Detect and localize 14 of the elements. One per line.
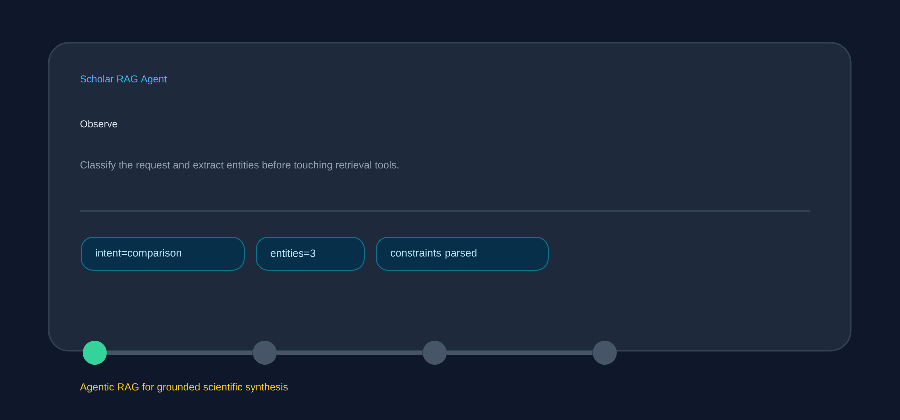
progress-dot: [253, 341, 277, 365]
connector-line: [107, 351, 253, 355]
progress-dot: [423, 341, 447, 365]
connector-line: [277, 351, 423, 355]
step-description: Classify the request and extract entities before touching retrieval tools.: [80, 161, 399, 171]
tag-chip: intent=comparison: [81, 237, 245, 271]
progress-dot: [83, 341, 107, 365]
tag-chip: entities=3: [256, 237, 365, 271]
caption: Agentic RAG for grounded scientific synthesis: [80, 383, 288, 393]
step-heading: Observe: [80, 120, 118, 128]
tag-chip: constraints parsed: [376, 237, 549, 271]
connector-line: [447, 351, 593, 355]
progress-dot: [593, 341, 617, 365]
card-title: Scholar RAG Agent: [80, 75, 168, 85]
